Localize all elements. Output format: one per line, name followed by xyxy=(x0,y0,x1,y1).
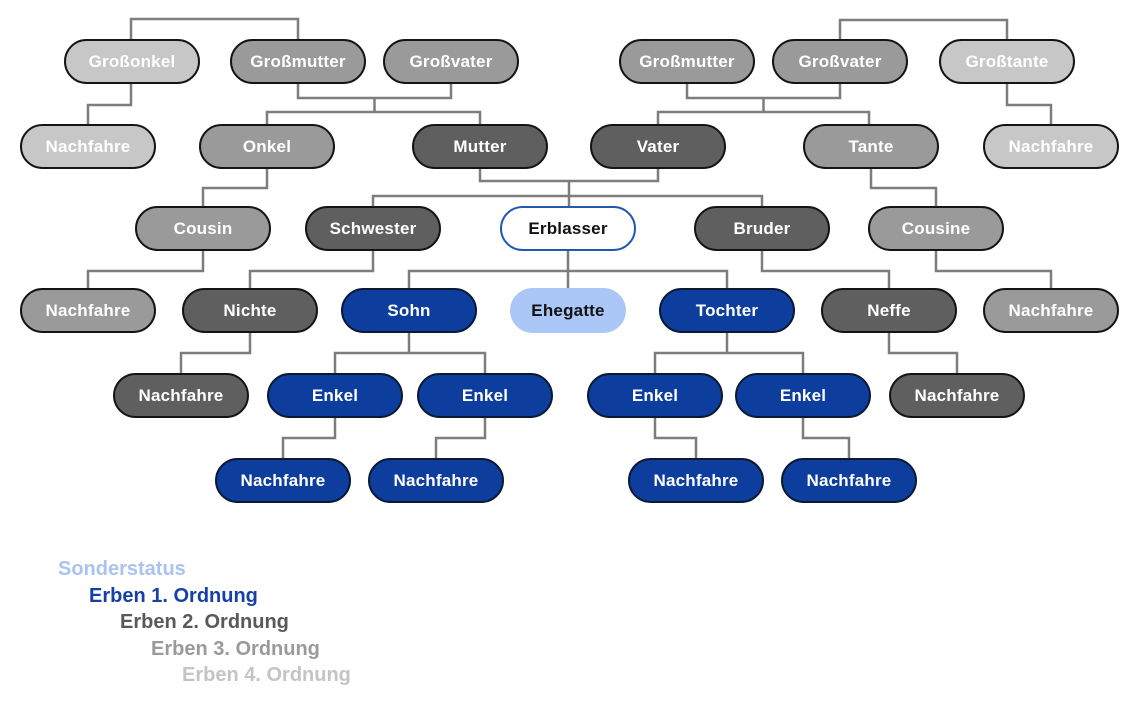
node-nachfahre-grosstante: Nachfahre xyxy=(983,124,1119,169)
connector-enkel3-to-nachfahre xyxy=(653,416,698,460)
node-tochter: Tochter xyxy=(659,288,795,333)
connector-sohn-to-enkel xyxy=(333,331,487,375)
connector-grandparents-right-to-vater-tante xyxy=(656,82,871,126)
node-grossonkel: Großonkel xyxy=(64,39,200,84)
node-bruder: Bruder xyxy=(694,206,830,251)
connector-cousine-to-nachfahre xyxy=(934,249,1053,290)
connector-enkel4-to-nachfahre xyxy=(801,416,851,460)
node-nachfahre-enkel-4: Nachfahre xyxy=(781,458,917,503)
node-nichte: Nichte xyxy=(182,288,318,333)
node-grossvater-right: Großvater xyxy=(772,39,908,84)
node-tante: Tante xyxy=(803,124,939,169)
node-enkel-2: Enkel xyxy=(417,373,553,418)
node-onkel: Onkel xyxy=(199,124,335,169)
node-grossmutter-left: Großmutter xyxy=(230,39,366,84)
node-ehegatte: Ehegatte xyxy=(510,288,626,333)
connector-tante-to-cousine xyxy=(869,167,938,208)
connector-erblasser-to-sohn-tochter xyxy=(407,269,729,290)
connector-schwester-to-nichte xyxy=(248,249,375,290)
node-neffe: Neffe xyxy=(821,288,957,333)
connector-tochter-to-enkel xyxy=(653,331,805,375)
legend-item-erben-3: Erben 3. Ordnung xyxy=(151,638,320,660)
node-nachfahre-cousine: Nachfahre xyxy=(983,288,1119,333)
node-grossmutter-right: Großmutter xyxy=(619,39,755,84)
connector-cousin-to-nachfahre xyxy=(86,249,205,290)
node-cousin: Cousin xyxy=(135,206,271,251)
node-cousine: Cousine xyxy=(868,206,1004,251)
connector-grossvater-grosstante xyxy=(838,18,1009,41)
connector-grossonkel-to-nachfahre xyxy=(86,82,133,126)
legend-item-erben-4: Erben 4. Ordnung xyxy=(182,664,351,686)
connector-enkel2-to-nachfahre xyxy=(434,416,487,460)
node-vater: Vater xyxy=(590,124,726,169)
legend-item-sonderstatus: Sonderstatus xyxy=(58,558,186,580)
node-nachfahre-enkel-3: Nachfahre xyxy=(628,458,764,503)
node-mutter: Mutter xyxy=(412,124,548,169)
node-nachfahre-grossonkel: Nachfahre xyxy=(20,124,156,169)
node-erblasser: Erblasser xyxy=(500,206,636,251)
connector-bruder-to-neffe xyxy=(760,249,891,290)
node-nachfahre-nichte: Nachfahre xyxy=(113,373,249,418)
connector-enkel1-to-nachfahre xyxy=(281,416,337,460)
node-nachfahre-neffe: Nachfahre xyxy=(889,373,1025,418)
node-sohn: Sohn xyxy=(341,288,477,333)
node-grossvater-left: Großvater xyxy=(383,39,519,84)
node-grosstante: Großtante xyxy=(939,39,1075,84)
legend-item-erben-1: Erben 1. Ordnung xyxy=(89,585,258,607)
legend-item-erben-2: Erben 2. Ordnung xyxy=(120,611,289,633)
connector-onkel-to-cousin xyxy=(201,167,269,208)
node-enkel-3: Enkel xyxy=(587,373,723,418)
node-nachfahre-cousin: Nachfahre xyxy=(20,288,156,333)
node-nachfahre-enkel-2: Nachfahre xyxy=(368,458,504,503)
connector-parents-to-siblings-erblasser xyxy=(371,167,764,208)
node-schwester: Schwester xyxy=(305,206,441,251)
node-nachfahre-enkel-1: Nachfahre xyxy=(215,458,351,503)
connector-grossonkel-grossmutter xyxy=(129,17,300,41)
connector-grosstante-to-nachfahre xyxy=(1005,82,1053,126)
connector-nichte-to-nachfahre xyxy=(179,331,252,375)
connector-neffe-to-nachfahre xyxy=(887,331,959,375)
connector-grandparents-left-to-onkel-mutter xyxy=(265,82,482,126)
node-enkel-1: Enkel xyxy=(267,373,403,418)
node-enkel-4: Enkel xyxy=(735,373,871,418)
